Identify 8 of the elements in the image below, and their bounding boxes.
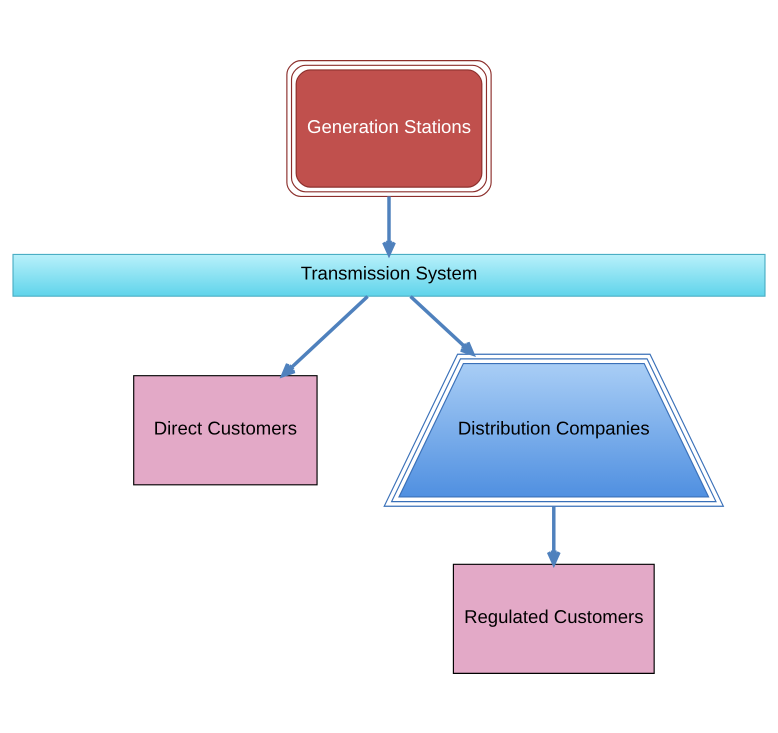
arrow (280, 294, 369, 377)
arrow (382, 196, 396, 256)
node-box: Regulated Customers (452, 563, 655, 674)
node-box: Direct Customers (133, 374, 318, 485)
arrow (409, 294, 475, 356)
arrow (546, 506, 561, 566)
node-box: Generation Stations (286, 60, 492, 196)
node-box: Transmission System (12, 253, 766, 296)
